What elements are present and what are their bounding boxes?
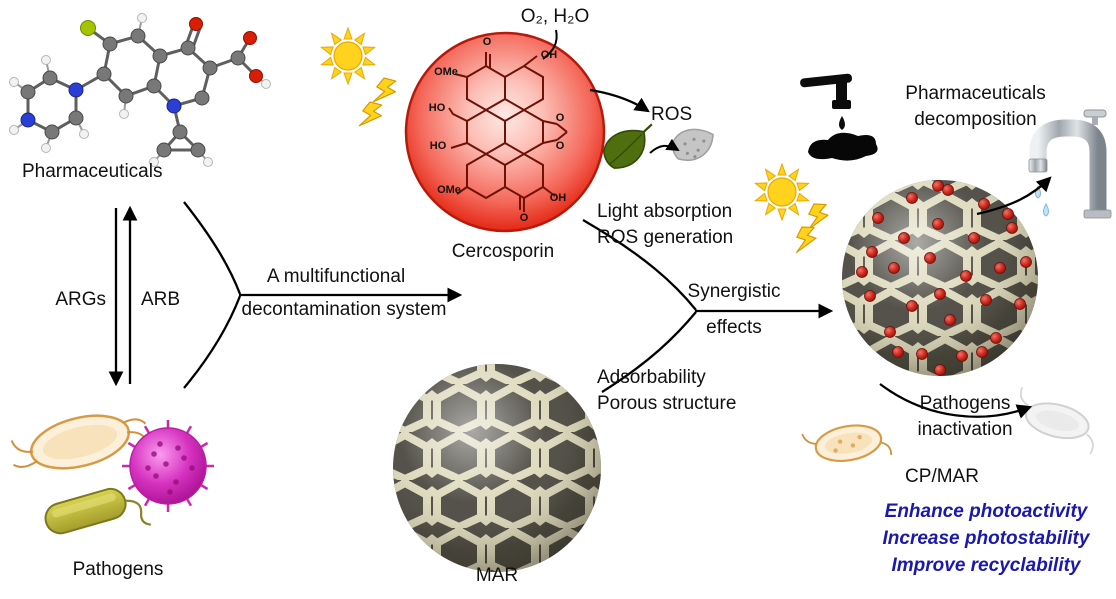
ros-generation-label: ROS generation	[597, 227, 734, 248]
benefit-photostability: Increase photostability	[882, 528, 1090, 549]
water-drop-icon	[1035, 184, 1049, 217]
bacterium-capsule-icon	[44, 487, 151, 535]
merge-curve-bottom	[183, 295, 242, 389]
pharmaceuticals-label: Pharmaceuticals	[22, 161, 163, 182]
cpmar-sphere	[842, 180, 1038, 376]
ros-label: ROS	[651, 104, 693, 125]
adsorbability-label: Adsorbability	[597, 367, 706, 388]
arrow-to-pathogens	[879, 383, 1033, 419]
structure-o-bottom-label: O	[519, 212, 529, 224]
benefit-photoactivity: Enhance photoactivity	[884, 501, 1088, 522]
structure-ho-low-label: HO	[429, 140, 447, 152]
cercosporin-sphere	[404, 31, 606, 233]
structure-ome-low-label: OMe	[437, 184, 461, 196]
structure-ho-mid-label: HO	[428, 102, 446, 114]
o2h2o-connector	[542, 29, 558, 60]
synergy-curve-top	[582, 219, 697, 311]
structure-oh-top-label: OH	[540, 49, 558, 61]
cercosporin-structure	[448, 52, 568, 212]
pathogens-inactivation-line2: inactivation	[917, 419, 1013, 440]
arb-label: ARB	[141, 289, 181, 310]
leaf-green-icon	[603, 123, 653, 169]
structure-o-dioxole1-label: O	[555, 112, 565, 124]
pharma-decomposition-line2: decomposition	[914, 109, 1037, 130]
cercosporin-dots	[856, 180, 1032, 376]
ros-arrow	[589, 88, 650, 113]
merge-curve-top	[183, 201, 242, 295]
benefit-recyclability: Improve recyclability	[891, 555, 1081, 576]
cercosporin-label: Cercosporin	[451, 241, 555, 262]
system-label-line1: A multifunctional	[266, 266, 406, 287]
system-label-line2: decontamination system	[241, 299, 447, 320]
structure-oh-bottom-label: OH	[549, 192, 567, 204]
light-absorption-label: Light absorption	[597, 201, 733, 222]
pollutant-blob-icon	[808, 132, 878, 161]
structure-o-top-label: O	[482, 36, 492, 48]
pathogens-label: Pathogens	[72, 559, 164, 580]
pharmaceutical-molecule-icon	[9, 13, 271, 167]
black-tap-icon	[800, 73, 878, 161]
diagram-arrows	[108, 88, 1052, 419]
synergy-curve-bottom	[601, 311, 697, 393]
structure-o-dioxole2-label: O	[555, 140, 565, 152]
bacterium-orange-icon	[10, 414, 150, 470]
bacterium-faded-icon	[1019, 386, 1094, 455]
sun-icon-right	[753, 163, 831, 257]
mar-label: MAR	[475, 565, 519, 586]
structure-ome-top-label: OMe	[434, 66, 458, 78]
pharma-decomposition-line1: Pharmaceuticals	[905, 83, 1046, 104]
cpmar-label: CP/MAR	[905, 466, 979, 487]
args-label: ARGs	[55, 289, 106, 310]
pathogen-virus-icon	[122, 420, 214, 512]
bacterium-orange-right-icon	[801, 424, 893, 462]
porous-structure-label: Porous structure	[597, 393, 737, 414]
pathogens-inactivation-line1: Pathogens	[919, 393, 1011, 414]
synergistic-label-line1: Synergistic	[687, 281, 781, 302]
leaf-arrow	[649, 138, 680, 154]
leaf-gray-icon	[672, 128, 714, 161]
synergistic-label-line2: effects	[706, 317, 762, 338]
sun-icon	[319, 27, 401, 133]
chrome-faucet-icon	[1028, 109, 1112, 219]
mar-sphere	[393, 364, 601, 572]
arrow-to-faucet	[976, 176, 1052, 216]
o2-h2o-label: O₂, H₂O	[520, 6, 590, 27]
